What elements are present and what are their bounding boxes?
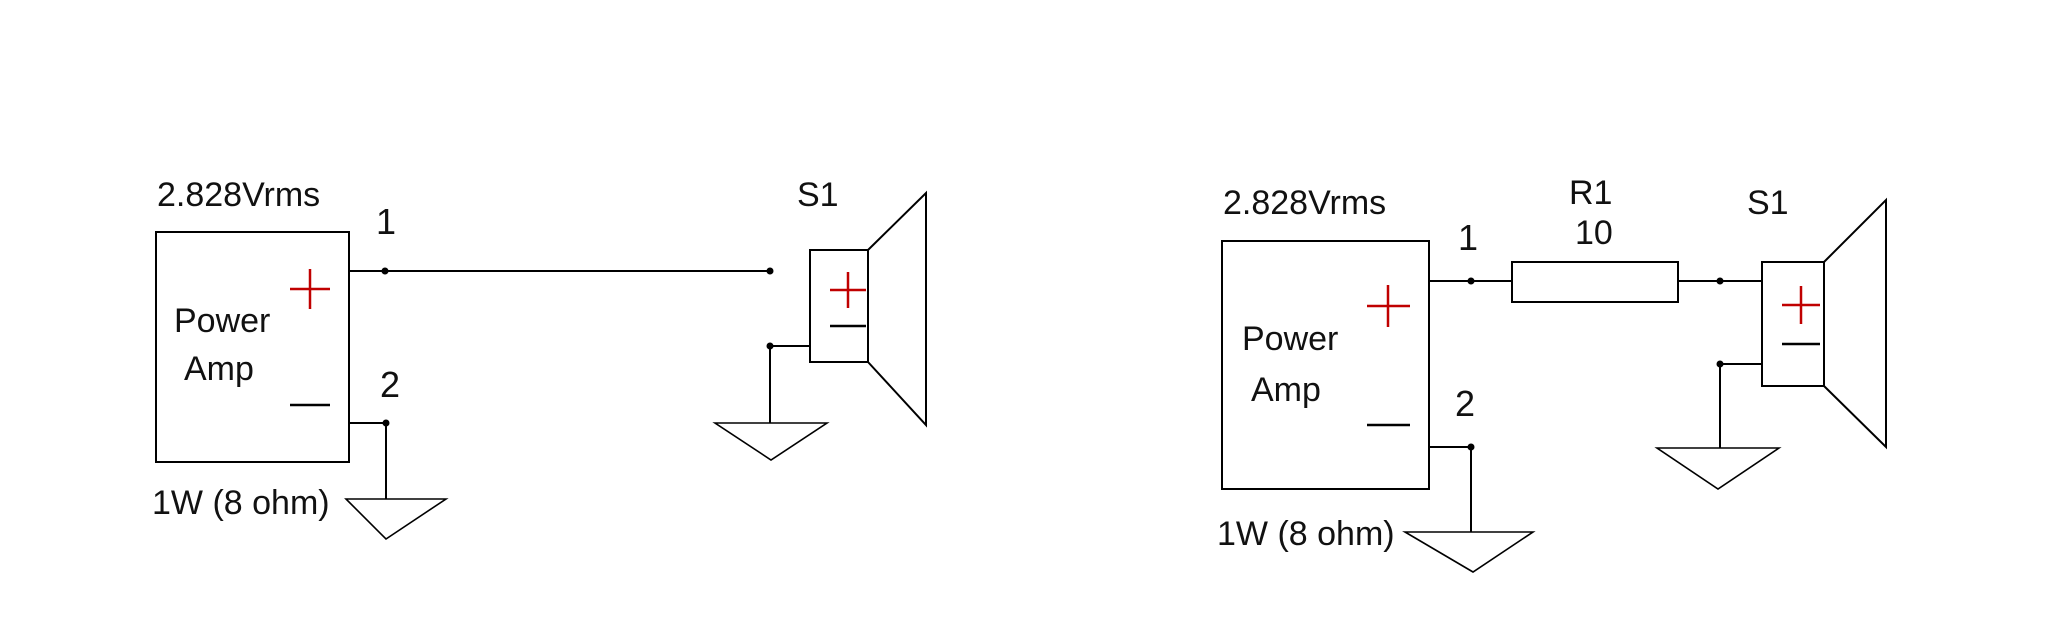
node-dot xyxy=(766,267,774,275)
amp-voltage-label: 2.828Vrms xyxy=(1223,184,1386,222)
amp-name-line1: Power xyxy=(1242,320,1338,358)
amp-rating-label: 1W (8 ohm) xyxy=(1217,515,1395,553)
speaker-label: S1 xyxy=(797,176,839,214)
amp-name-line2: Amp xyxy=(1251,371,1321,409)
node-dot xyxy=(1467,277,1475,285)
pin-2-label: 2 xyxy=(1455,383,1475,424)
amp-name-line2: Amp xyxy=(184,350,254,388)
speaker-plus-icon xyxy=(1782,286,1820,324)
ground-icon xyxy=(344,498,449,541)
amp-box xyxy=(1221,240,1430,490)
amp-box xyxy=(155,231,350,463)
speaker-plus-icon xyxy=(830,272,866,308)
speaker-magnet xyxy=(809,249,869,363)
speaker-label: S1 xyxy=(1747,184,1789,222)
node-dot xyxy=(381,267,389,275)
pin-2-label: 2 xyxy=(380,364,400,405)
speaker-cone xyxy=(1823,197,1887,450)
resistor-value: 10 xyxy=(1575,214,1613,252)
power-amp-2: 2.828Vrms Power Amp 1W (8 ohm) xyxy=(1217,184,1430,553)
pin-1-label: 1 xyxy=(376,201,396,242)
pin-1-label: 1 xyxy=(1458,217,1478,258)
resistor-r1: R1 10 xyxy=(1511,174,1679,303)
speaker-s1: S1 xyxy=(797,176,927,428)
speaker-magnet xyxy=(1761,261,1825,387)
speaker-s1: S1 xyxy=(1747,184,1887,450)
circuit-direct: 2.828Vrms Power Amp 1W (8 ohm) 1 2 S1 xyxy=(152,176,927,541)
speaker-cone xyxy=(867,190,927,428)
node-dot xyxy=(1716,277,1724,285)
ground-icon xyxy=(1654,447,1782,490)
ground-icon xyxy=(1402,531,1536,573)
power-amp-1: 2.828Vrms Power Amp 1W (8 ohm) xyxy=(152,176,350,522)
circuit-with-resistor: 2.828Vrms Power Amp 1W (8 ohm) 1 2 R1 10 xyxy=(1217,174,1887,573)
amp-voltage-label: 2.828Vrms xyxy=(157,176,320,214)
amp-plus-icon xyxy=(1367,285,1410,327)
amp-name-line1: Power xyxy=(174,302,270,340)
resistor-label: R1 xyxy=(1569,174,1612,212)
ground-icon xyxy=(712,422,830,461)
amp-plus-icon xyxy=(290,269,330,309)
resistor-body xyxy=(1511,261,1679,303)
amp-rating-label: 1W (8 ohm) xyxy=(152,484,330,522)
